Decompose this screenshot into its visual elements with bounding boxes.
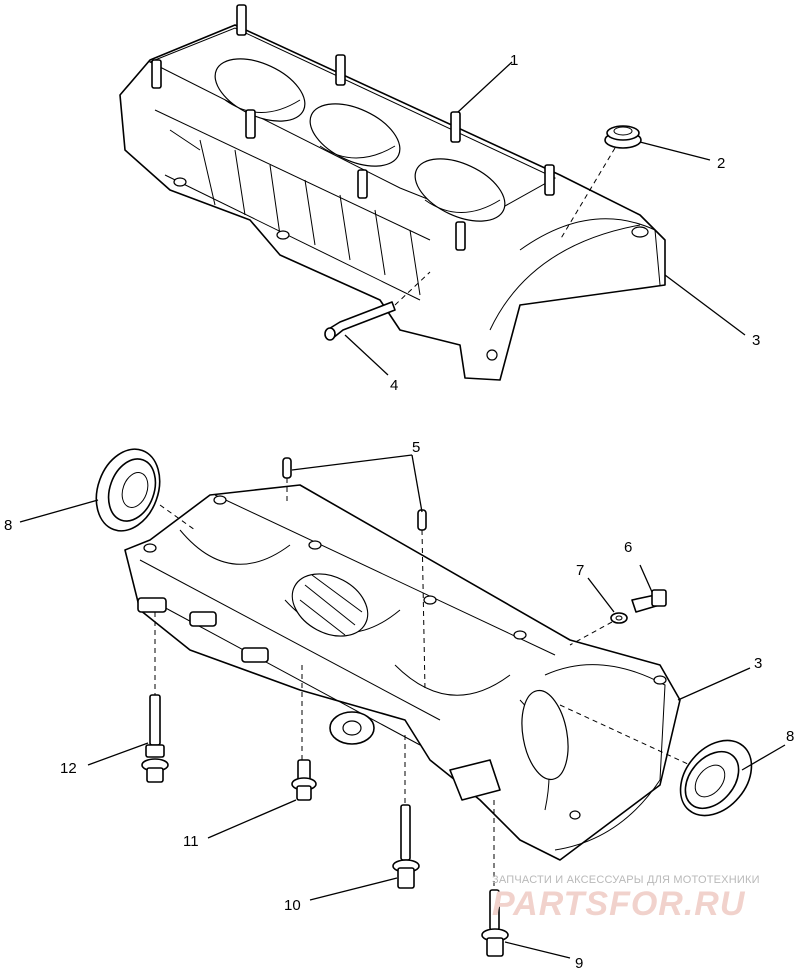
- callout-1: 1: [510, 52, 518, 69]
- callout-6: 6: [624, 539, 632, 556]
- callout-5: 5: [412, 439, 420, 456]
- callout-8-right: 8: [786, 728, 794, 745]
- callout-11: 11: [183, 833, 199, 850]
- leader-lines: [19, 61, 786, 959]
- upper-crankcase-half: [119, 4, 666, 381]
- oil-plug: [604, 125, 642, 149]
- callout-8-left: 8: [4, 517, 12, 534]
- bolt-12: [141, 694, 169, 783]
- callout-12: 12: [60, 760, 77, 777]
- lower-crankcase-half: [124, 484, 681, 861]
- bolt-9: [481, 889, 509, 957]
- watermark-caption: ЗАПЧАСТИ И АКСЕССУАРЫ ДЛЯ МОТОТЕХНИКИ: [492, 874, 760, 886]
- watermark: ЗАПЧАСТИ И АКСЕССУАРЫ ДЛЯ МОТОТЕХНИКИ PA…: [492, 874, 792, 922]
- crankshaft-seal-right: [679, 739, 753, 817]
- bolt-and-washer: [610, 589, 667, 624]
- bolt-11: [291, 759, 317, 801]
- bolt-10: [392, 804, 420, 889]
- watermark-logo: PARTSFOR.RU: [492, 885, 746, 923]
- callout-2: 2: [717, 155, 725, 172]
- cylinder-studs: [151, 4, 555, 251]
- callout-9: 9: [575, 955, 583, 969]
- callout-numbers: 1 2 3 4 5 6 7 8 3 8 12 11 10 9: [4, 52, 794, 969]
- callout-10: 10: [284, 897, 301, 914]
- callout-4: 4: [390, 377, 398, 394]
- callout-3-upper: 3: [752, 332, 760, 349]
- callout-7: 7: [576, 562, 584, 579]
- crankshaft-seal-left: [95, 448, 161, 532]
- callout-3-lower: 3: [754, 655, 762, 672]
- dowel-bolt: [324, 301, 396, 341]
